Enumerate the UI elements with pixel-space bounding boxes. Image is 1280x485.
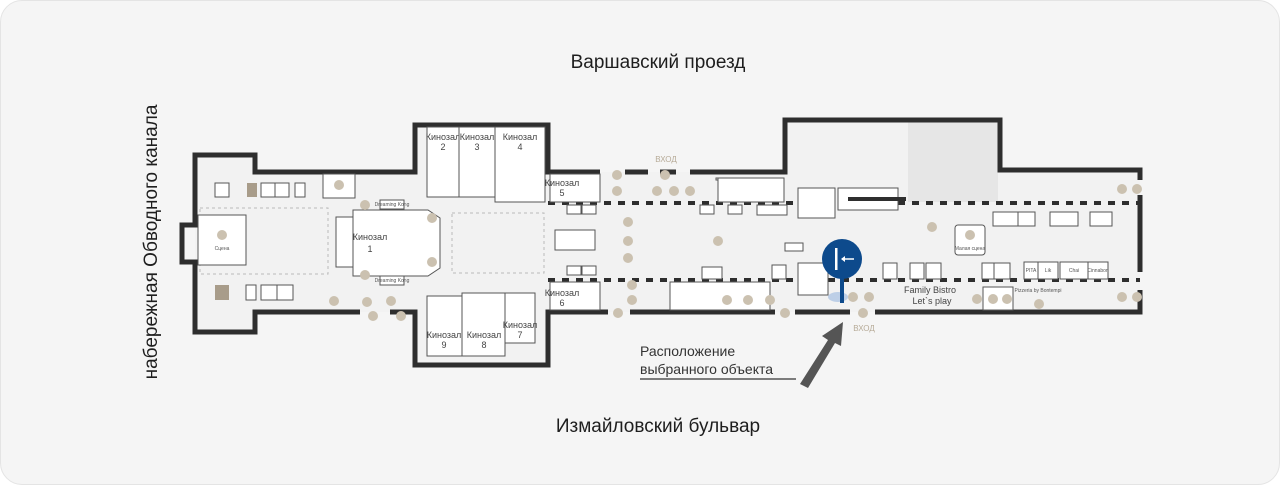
svg-text:Кинозал: Кинозал [353,232,388,242]
svg-text:9: 9 [441,340,446,350]
svg-text:3: 3 [474,142,479,152]
pointer-arrow-icon [800,322,843,388]
svg-text:Кинозал: Кинозал [545,288,580,298]
shops-center[interactable] [554,177,942,311]
svg-text:Cinnabon: Cinnabon [1087,268,1109,274]
annotation-line-2: выбранного объекта [640,361,773,377]
svg-text:Кинозал: Кинозал [503,132,538,142]
shops-right[interactable] [981,211,1113,280]
shop-lik[interactable] [1037,261,1059,280]
svg-text:Кинозал: Кинозал [467,330,502,340]
stage-label: Сцена [215,246,230,252]
svg-text:Dreaming Kong: Dreaming Kong [375,202,410,208]
shop-box[interactable] [214,182,230,198]
svg-text:Кинозал: Кинозал [503,320,538,330]
cinema-hall-7[interactable] [504,292,536,344]
cinema-hall-4[interactable] [494,126,546,203]
night-bar[interactable] [215,285,229,300]
street-left: набережная Обводного канала [141,104,162,379]
annotation-line-1: Расположение [640,343,735,359]
svg-text:Dreaming Kong: Dreaming Kong [375,278,410,284]
street-top: Варшавский проезд [571,52,746,73]
svg-text:4: 4 [517,142,522,152]
svg-text:6: 6 [559,298,564,308]
svg-text:Малая сцена: Малая сцена [955,246,986,252]
svg-text:Кинозал: Кинозал [460,132,495,142]
svg-text:Chai: Chai [1069,268,1079,274]
cinema-hall-5[interactable] [549,173,601,203]
stage-icon [217,230,227,240]
svg-text:Кинозал: Кинозал [426,132,461,142]
food-court-seating [451,212,545,274]
atrium [908,122,998,202]
svg-text:Кинозал: Кинозал [545,178,580,188]
stage-room[interactable] [197,214,247,266]
svg-text:7: 7 [517,330,522,340]
amenity-icons [329,170,1142,321]
entrance-top: ВХОД [655,155,677,164]
cinema-hall-9[interactable] [426,295,463,357]
svg-text:Let`s play: Let`s play [912,296,952,306]
cinema-hall-8[interactable] [461,292,506,357]
exit-arrow-icon [835,248,854,270]
shop-cinnabon[interactable] [1087,261,1109,280]
cinema-hall-2[interactable] [426,126,460,198]
svg-text:Кинозал: Кинозал [427,330,462,340]
stage-icon [965,230,975,240]
wc-icon [334,180,344,190]
cinema-hall-1[interactable] [352,209,441,277]
street-bottom: Измайловский бульвар [556,416,760,437]
cinema-hall-6[interactable] [549,281,601,311]
svg-text:1: 1 [367,244,372,254]
svg-text:5: 5 [559,188,564,198]
svg-text:8: 8 [481,340,486,350]
pizzeria[interactable]: Pizzeria by Bontempi [1015,288,1062,294]
shop-box[interactable] [247,183,257,197]
svg-text:PITA: PITA [1026,268,1037,274]
entrance-bottom: ВХОД [853,324,875,333]
cinema-hall-3[interactable] [458,126,496,198]
smoking-room[interactable] [379,199,405,210]
svg-text:2: 2 [440,142,445,152]
family-bistro[interactable]: Family Bistro [904,285,956,295]
svg-text:Lik: Lik [1045,268,1052,274]
smoking-room[interactable] [379,275,405,286]
selected-object-marker[interactable] [822,239,862,303]
